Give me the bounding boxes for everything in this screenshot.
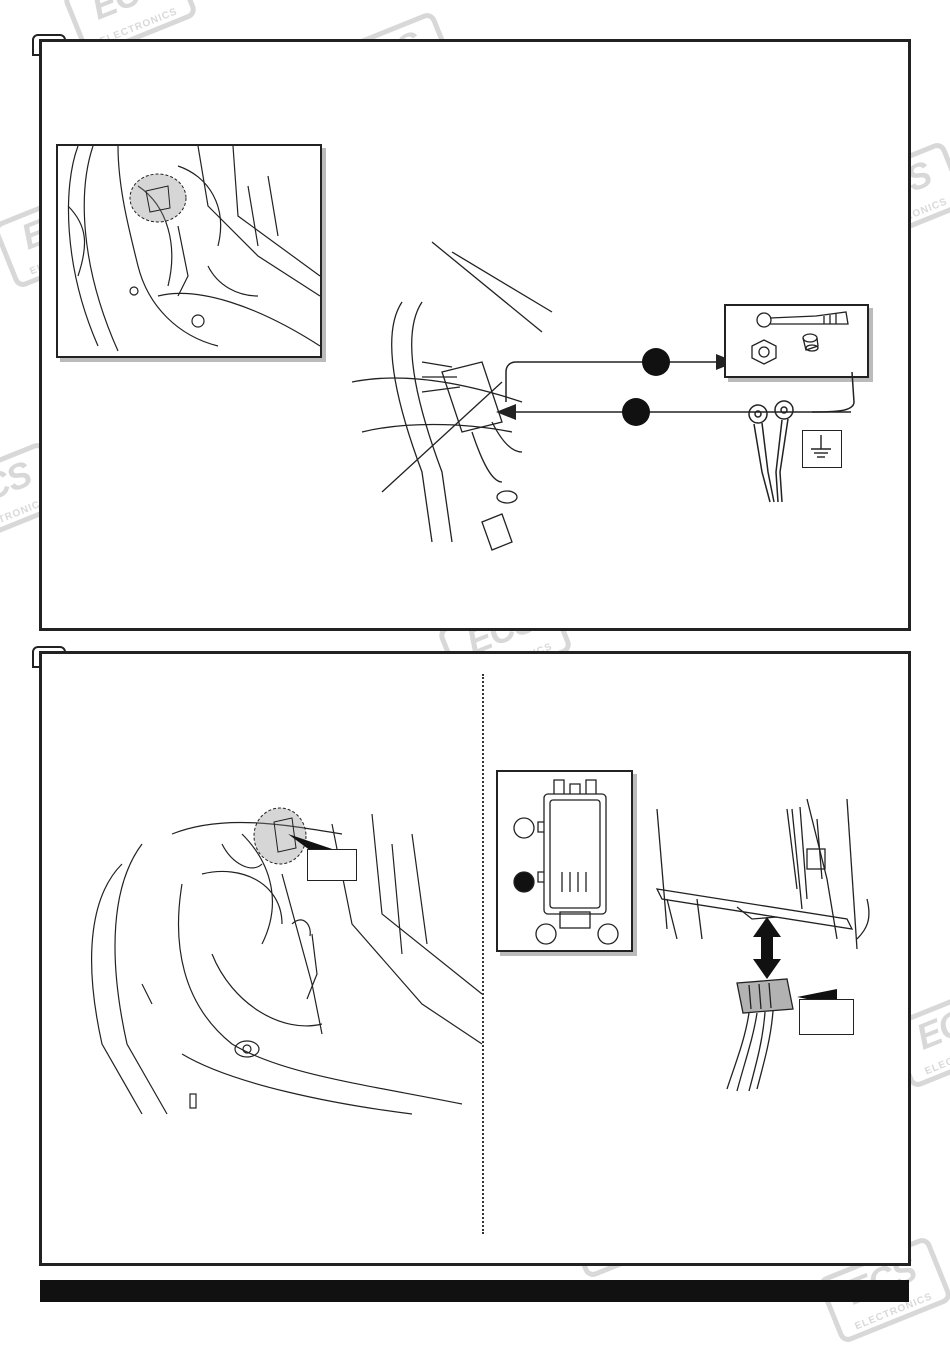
nut-icon: [751, 339, 777, 365]
connector-inset: [496, 770, 633, 952]
ring-terminals: [748, 371, 855, 503]
connector-plug-drawing: [655, 798, 870, 1092]
highlight-circle: [129, 173, 187, 223]
trunk-side-drawing: [90, 807, 483, 1115]
socket-icon: [802, 333, 819, 352]
ground-symbol-box: [802, 430, 842, 468]
pin-marker-empty: [513, 817, 535, 839]
highlight-circle: [253, 807, 307, 865]
step-1-connection-drawing: [351, 241, 553, 551]
plug-callout-label-box: [799, 999, 854, 1035]
step-1-arrows: [496, 348, 851, 426]
connector-module-drawing: [513, 779, 619, 945]
footer-bar: [40, 1280, 909, 1302]
pin-marker-empty: [597, 923, 619, 945]
step-2-panel: [39, 651, 911, 1266]
step-1-panel: [39, 39, 911, 631]
step-1-inset-overview: [56, 144, 322, 358]
double-arrow-icon: [753, 917, 781, 979]
pin-marker-empty: [535, 923, 557, 945]
plug-connector: [726, 978, 794, 1092]
ground-symbol-icon: [811, 435, 831, 458]
step-marker-a: [642, 348, 670, 376]
tools-box: [724, 304, 869, 378]
step-marker-b: [622, 398, 650, 426]
ratchet-wrench-icon: [756, 311, 849, 328]
panel-divider: [482, 674, 484, 1234]
pin-marker-filled: [513, 871, 535, 893]
callout-label-box: [307, 849, 357, 881]
trunk-overview-drawing: [67, 145, 321, 352]
